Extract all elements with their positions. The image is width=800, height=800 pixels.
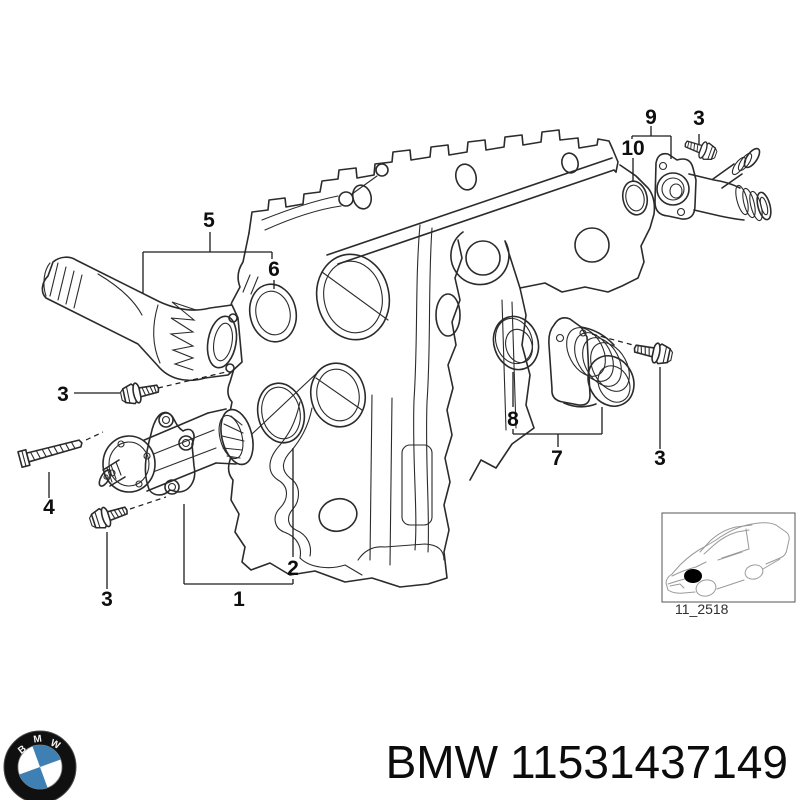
callout-5: 5	[203, 209, 215, 232]
roundel-letter-m: M	[33, 733, 43, 745]
callout-10: 10	[621, 137, 644, 160]
callout-8: 8	[507, 408, 519, 431]
roundel-quadrant-blue-ne	[32, 745, 61, 767]
callout-3-lower-left: 3	[101, 588, 113, 611]
callout-3-left: 3	[57, 383, 69, 406]
inlet-pipe-drawing	[41, 256, 243, 382]
seal-ring-8	[492, 315, 540, 371]
water-pump-drawing	[98, 408, 254, 496]
thermostat-cover-drawing	[548, 317, 635, 408]
callout-4: 4	[43, 496, 55, 519]
stud-bolt-4	[17, 439, 83, 469]
car-outline-drawing	[665, 522, 790, 597]
callout-9: 9	[645, 106, 657, 129]
footer-part-number-value: 11531437149	[510, 736, 788, 788]
bmw-roundel-logo: B M W	[3, 730, 77, 800]
bolt-3-lower-left	[88, 506, 128, 529]
roundel-quadrant-blue-sw	[19, 767, 48, 789]
callout-6: 6	[268, 258, 280, 281]
callout-1: 1	[233, 588, 245, 611]
thumbnail-code: 11_2518	[675, 601, 729, 617]
callout-3-upper-right: 3	[693, 107, 705, 130]
o-ring-10	[621, 180, 649, 216]
callout-leader-lines	[48, 126, 700, 589]
callout-7: 7	[551, 447, 563, 470]
thermostat-housing-drawing	[654, 147, 772, 222]
callout-labels: 5 6 9 3 10 3 4 3 1 2 8 7 3	[43, 106, 705, 611]
roundel-quadrants	[19, 745, 61, 789]
car-thumbnail: 11_2518	[661, 512, 796, 617]
seal-ring-6	[248, 283, 298, 343]
bolt-3-lower-right	[633, 342, 674, 365]
part-location-dot	[684, 569, 702, 583]
o-ring-2	[251, 371, 319, 444]
callout-3-lower-right: 3	[654, 447, 666, 470]
callout-2: 2	[287, 557, 299, 580]
bolt-3-upper-right	[684, 140, 718, 161]
assembly-guide-lines	[85, 333, 634, 510]
thumbnail-frame	[661, 512, 796, 603]
engine-block-drawing	[227, 129, 656, 588]
bolt-3-upper-left	[119, 382, 160, 405]
footer-brand: BMW	[386, 736, 499, 788]
